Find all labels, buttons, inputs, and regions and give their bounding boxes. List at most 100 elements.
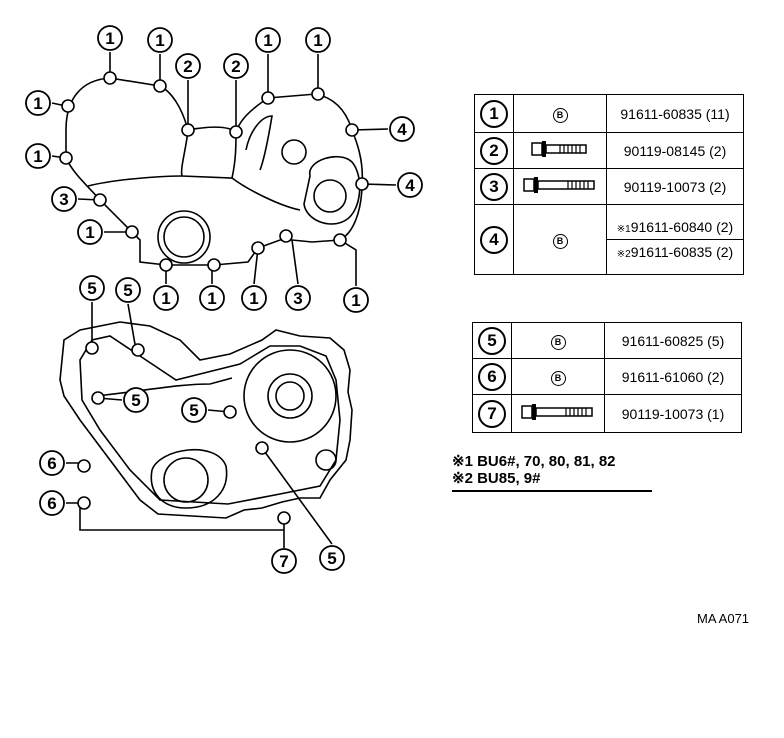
svg-text:1: 1 [85, 223, 94, 242]
fastener-marker [159, 258, 173, 272]
callout-6: 6 [39, 490, 65, 516]
svg-text:6: 6 [47, 494, 56, 513]
long-bolt-icon [521, 404, 593, 420]
lower-seal-outer [243, 349, 337, 443]
callout-5: 5 [181, 397, 207, 423]
callout-4: 4 [397, 172, 423, 198]
lower-belt-path [95, 377, 233, 397]
variant-mark: ※2 [616, 249, 631, 260]
part-number: 91611-60835 (11) [606, 94, 744, 133]
fastener-marker [311, 87, 325, 101]
note-line: ※2 BU85, 9# [452, 470, 652, 487]
leader-lines-lower [66, 302, 333, 548]
callout-1: 1 [199, 285, 225, 311]
callout-3: 3 [285, 285, 311, 311]
lower-cover-inner [79, 335, 341, 505]
svg-text:4: 4 [405, 176, 415, 195]
table-row: 7 90119-10073 (1) [472, 394, 742, 433]
note-line: ※1 BU6#, 70, 80, 81, 82 [452, 453, 652, 470]
boss-right [303, 155, 361, 225]
svg-text:5: 5 [327, 549, 336, 568]
table-row: 4 B ※191611-60840 (2) ※291611-60835 (2) [474, 204, 744, 275]
flange-bolt-icon: B [550, 370, 566, 386]
table-row: 2 90119-08145 (2) [474, 132, 744, 169]
row-number: 6 [478, 362, 506, 391]
fastener-marker [59, 151, 73, 165]
note-underline [452, 490, 652, 492]
callout-3: 3 [51, 186, 77, 212]
svg-text:1: 1 [33, 94, 42, 113]
svg-text:1: 1 [105, 29, 114, 48]
callout-5: 5 [115, 277, 141, 303]
callout-5: 5 [319, 545, 345, 571]
boss-right-hole [313, 179, 347, 213]
svg-text:7: 7 [279, 552, 288, 571]
svg-text:6: 6 [47, 454, 56, 473]
fastener-marker [229, 125, 243, 139]
svg-text:1: 1 [33, 147, 42, 166]
upper-cover-rib [245, 115, 273, 171]
callout-1: 1 [25, 90, 51, 116]
table-row: 5 B 91611-60825 (5) [472, 322, 742, 359]
fastener-marker [77, 496, 91, 510]
figure-code: MA A071 [697, 611, 750, 626]
part-number: 90119-10073 (2) [606, 168, 744, 205]
flange-bolt-icon: B [552, 233, 568, 249]
note-mark: ※2 [452, 470, 473, 487]
callout-1: 1 [343, 287, 369, 313]
svg-text:5: 5 [189, 401, 198, 420]
svg-text:3: 3 [59, 190, 68, 209]
table-row: 3 90119-10073 (2) [474, 168, 744, 205]
fastener-marker [261, 91, 275, 105]
note-text: BU85, 9# [477, 470, 541, 487]
variant-mark: ※1 [616, 224, 631, 235]
svg-text:1: 1 [263, 31, 272, 50]
part-number: 90119-10073 (1) [604, 394, 742, 433]
lower-boss-left [163, 457, 209, 503]
callout-1: 1 [241, 285, 267, 311]
row-number: 5 [478, 326, 506, 355]
svg-text:1: 1 [155, 31, 164, 50]
svg-text:1: 1 [207, 289, 216, 308]
callout-1: 1 [305, 27, 331, 53]
callout-7: 7 [271, 548, 297, 574]
leader-lines-upper [51, 52, 397, 286]
fastener-marker [77, 459, 91, 473]
svg-text:5: 5 [87, 279, 96, 298]
callout-1: 1 [255, 27, 281, 53]
table-row: 6 B 91611-61060 (2) [472, 358, 742, 395]
fastener-marker [61, 99, 75, 113]
fastener-marker [279, 229, 293, 243]
upper-cover-rib3 [231, 177, 301, 211]
row-number: 7 [478, 399, 506, 428]
short-bolt-icon [531, 141, 587, 157]
fastener-marker [333, 233, 347, 247]
svg-text:5: 5 [123, 281, 132, 300]
fastener-marker [207, 258, 221, 272]
note-text: BU6#, 70, 80, 81, 82 [477, 453, 616, 470]
variant-part: ※191611-60840 (2) [607, 215, 743, 240]
fastener-marker [355, 177, 369, 191]
svg-text:4: 4 [397, 120, 407, 139]
crank-seal-inner [163, 216, 205, 258]
upper-cover-inner [180, 129, 237, 179]
long-bolt-icon [523, 177, 595, 193]
svg-text:1: 1 [249, 289, 258, 308]
upper-cover-rib2 [87, 175, 183, 187]
fastener-marker [91, 391, 105, 405]
lower-hole-right [315, 449, 337, 471]
table-row: 1 B 91611-60835 (11) [474, 94, 744, 133]
upper-hole [281, 139, 307, 165]
part-number: 91611-60840 (2) [630, 219, 734, 235]
lower-seal-inner [275, 381, 305, 411]
fastener-marker [125, 225, 139, 239]
fastener-marker [181, 123, 195, 137]
flange-bolt-icon: B [552, 107, 568, 123]
callout-6: 6 [39, 450, 65, 476]
crank-seal-outer [157, 210, 211, 264]
part-number: 91611-61060 (2) [604, 358, 742, 395]
row-number: 3 [480, 172, 508, 201]
callout-1: 1 [97, 25, 123, 51]
